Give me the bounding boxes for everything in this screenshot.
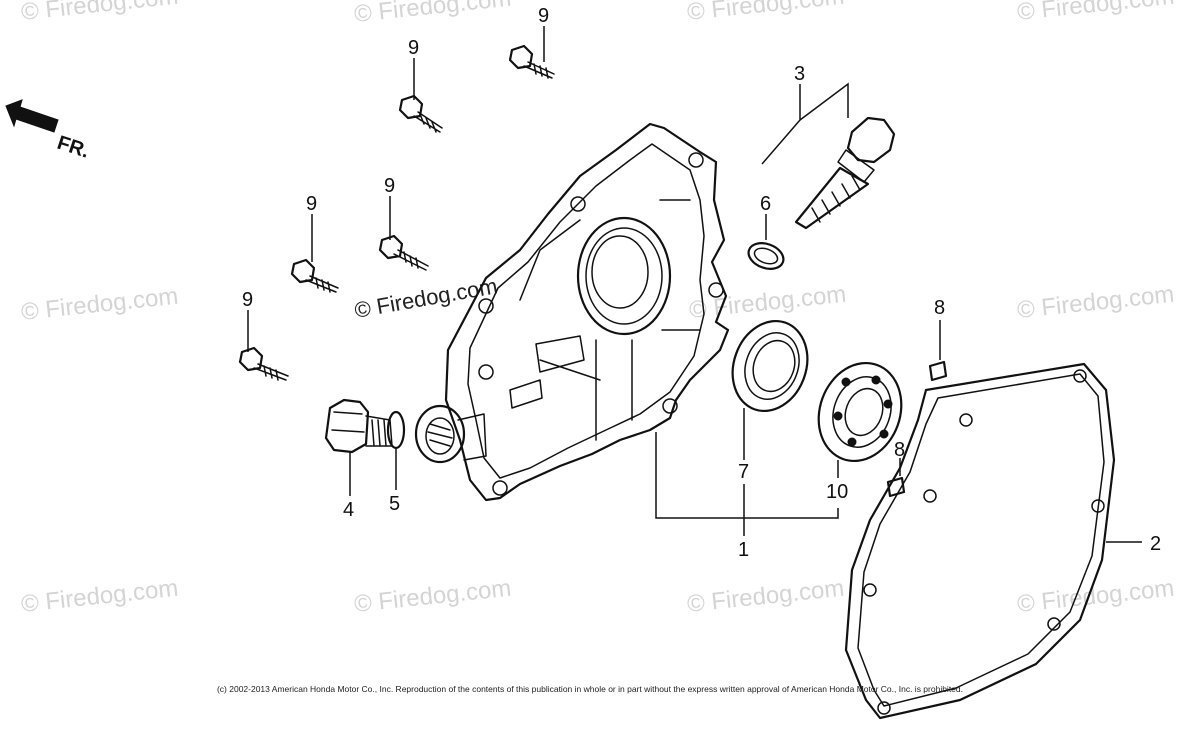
oil-gauge-3 [761, 82, 896, 230]
watermark: © Firedog.com [20, 575, 180, 618]
watermark-group: © Firedog.com © Firedog.com © Firedog.co… [20, 0, 1176, 618]
gasket-2 [844, 362, 1142, 720]
callout-9-a: 9 [408, 37, 419, 59]
watermark: © Firedog.com [1016, 0, 1176, 26]
callout-7: 7 [738, 461, 749, 483]
callout-9-b: 9 [538, 5, 549, 27]
bearing-10 [817, 361, 903, 478]
oil-seal-7 [731, 319, 809, 460]
bolt-9-c [378, 196, 429, 271]
callout-8-b: 8 [894, 439, 905, 461]
crankcase-cover [414, 122, 730, 502]
watermark: © Firedog.com [1016, 575, 1176, 618]
dowel-pin-8-a [928, 320, 948, 382]
callout-8-a: 8 [934, 297, 945, 319]
callout-10: 10 [826, 481, 848, 503]
bolt-9-a [398, 58, 443, 133]
watermark: © Firedog.com [20, 283, 180, 326]
callout-6: 6 [760, 193, 771, 215]
callout-1: 1 [738, 539, 749, 561]
washer-5 [386, 410, 406, 490]
bolt-9-b [508, 26, 555, 79]
watermark: © Firedog.com [353, 0, 513, 28]
front-arrow-icon [5, 99, 59, 133]
watermark: © Firedog.com [686, 0, 846, 26]
callout-2: 2 [1150, 533, 1161, 555]
callout-9-d: 9 [306, 193, 317, 215]
callout-labels: 1 2 3 4 5 6 7 8 8 9 9 9 9 9 10 [242, 5, 1161, 561]
callout-4: 4 [343, 499, 354, 521]
copyright-notice: (c) 2002-2013 American Honda Motor Co., … [216, 684, 964, 694]
o-ring-6 [747, 214, 785, 270]
watermark-center: © Firedog.com [353, 273, 500, 323]
assembly-bracket-1 [655, 432, 839, 536]
watermark: © Firedog.com [1016, 281, 1176, 324]
watermark: © Firedog.com [20, 0, 180, 26]
bolt-9-e [238, 310, 289, 381]
callout-9-e: 9 [242, 289, 253, 311]
watermark: © Firedog.com [688, 281, 848, 324]
front-direction-label: FR. [54, 132, 91, 163]
front-direction-indicator: FR. [5, 99, 92, 163]
callout-9-c: 9 [384, 175, 395, 197]
callout-5: 5 [389, 493, 400, 515]
drain-plug-4 [324, 398, 393, 496]
bolt-9-d [290, 214, 339, 293]
callout-3: 3 [794, 63, 805, 85]
watermark: © Firedog.com [686, 575, 846, 618]
watermark: © Firedog.com [353, 575, 513, 618]
